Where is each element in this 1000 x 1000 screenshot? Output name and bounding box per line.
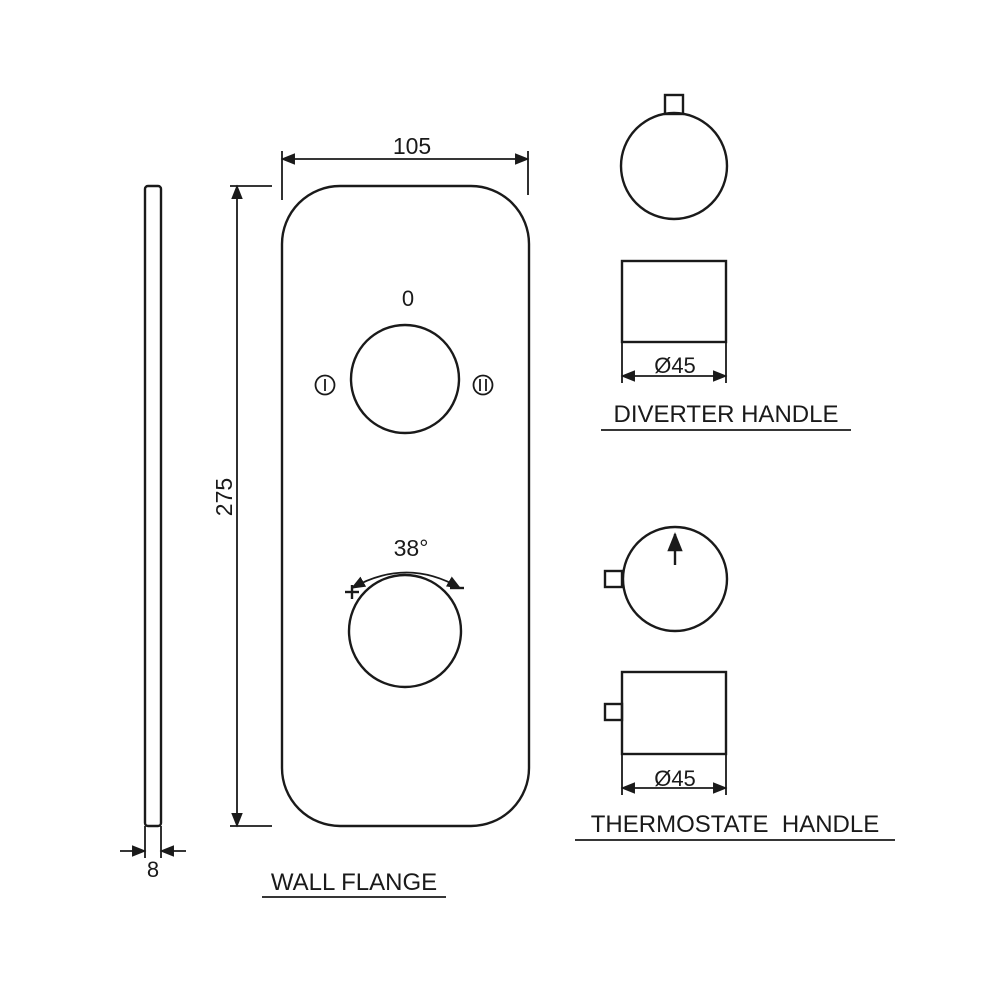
- diverter-position-0: 0: [402, 286, 414, 311]
- width-dimension: 105: [393, 133, 431, 159]
- diverter-position-1-marker: [314, 374, 336, 396]
- diverter-handle-pointer: [663, 93, 685, 116]
- flange-side-profile: [143, 184, 163, 828]
- wall-flange-front-view: 105 275 0 38° WALL FLANGE: [211, 133, 531, 898]
- diverter-diameter-dimension: Ø45: [654, 353, 696, 378]
- thermostat-handle-views: Ø45 THERMOSTATE HANDLE: [575, 525, 895, 841]
- thermostat-handle-lever-side: [603, 702, 624, 722]
- thermostat-knob-outline: [347, 573, 463, 689]
- thermostat-handle-title: THERMOSTATE HANDLE: [591, 811, 879, 838]
- height-dimension: 275: [211, 478, 237, 516]
- flange-side-view: 8: [120, 184, 186, 882]
- wall-flange-outline: [280, 184, 531, 828]
- rotation-arc-icon: [350, 571, 462, 589]
- wall-flange-title: WALL FLANGE: [271, 869, 437, 896]
- diverter-handle-views: Ø45 DIVERTER HANDLE: [601, 93, 851, 431]
- diverter-handle-top-view: [619, 111, 729, 221]
- diverter-position-2-marker: [472, 374, 494, 396]
- diverter-knob-outline: [349, 323, 461, 435]
- diverter-handle-side-view: [620, 259, 728, 344]
- thickness-dimension: 8: [147, 857, 159, 882]
- thermostat-handle-lever-top: [603, 569, 624, 589]
- thermostat-diameter-dimension: Ø45: [654, 766, 696, 791]
- thermostat-handle-side-view: [620, 670, 728, 756]
- diverter-handle-title: DIVERTER HANDLE: [614, 401, 839, 428]
- temperature-angle-label: 38°: [394, 535, 429, 561]
